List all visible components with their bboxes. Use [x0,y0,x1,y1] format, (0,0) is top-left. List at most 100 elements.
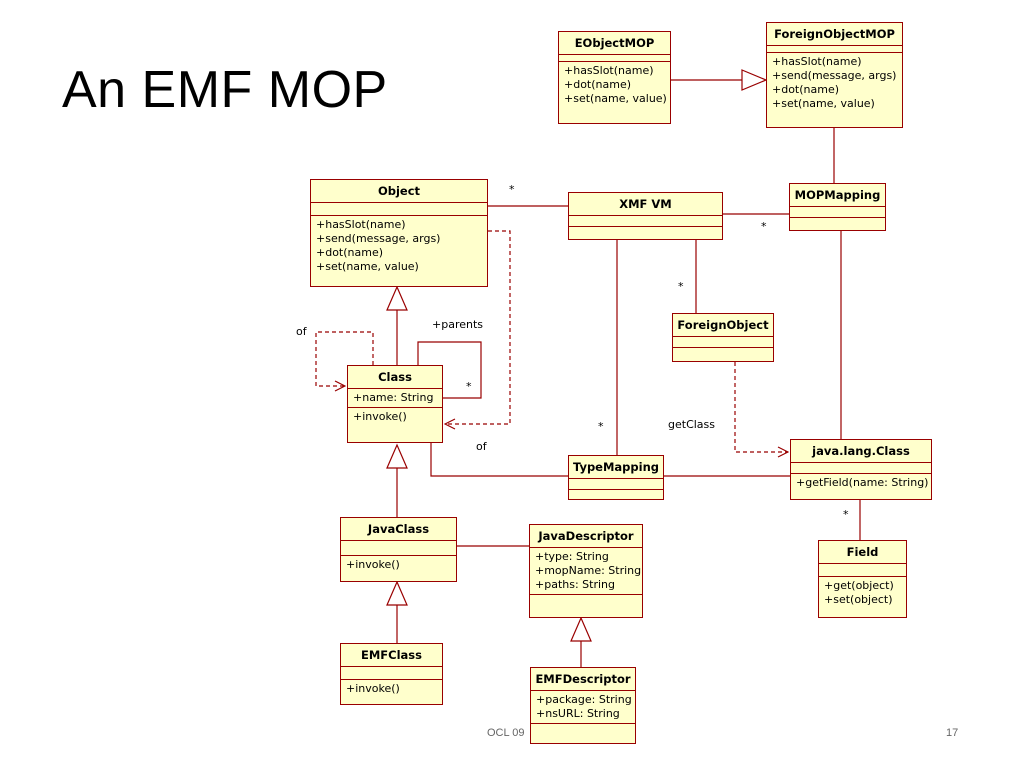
class-box-typemapping[interactable]: TypeMapping [568,455,664,500]
multiplicity-parents: * [466,380,472,393]
operations-section: +hasSlot(name) +send(message, args) +dot… [767,53,902,113]
class-box-mopmapping[interactable]: MOPMapping [789,183,886,231]
dep-of-right [445,230,511,424]
operation: +set(name, value) [564,92,667,105]
operations-section: +invoke() [348,408,442,426]
attributes-section: +name: String [348,389,442,408]
attribute: +type: String [535,550,609,563]
class-box-field[interactable]: Field +get(object) +set(object) [818,540,907,618]
attributes-section [673,337,773,348]
attribute: +mopName: String [535,564,642,577]
multiplicity-xmfvm-foreignobject: * [678,280,684,293]
operation: +hasSlot(name) [316,218,406,231]
attributes-section [819,564,906,577]
attributes-section [791,463,931,474]
attributes-section [341,667,442,680]
assoc-parents [417,341,482,399]
attributes-section [790,207,885,218]
operation: +invoke() [346,558,400,571]
class-name: ForeignObject [673,314,773,337]
multiplicity-object-xmfvm: * [509,183,515,196]
dep-of-left [315,331,374,386]
operations-section [530,595,642,601]
page-number: 17 [946,727,959,739]
label-getclass: getClass [668,418,716,431]
operation: +hasSlot(name) [564,64,654,77]
multiplicity-javaclass-field: * [843,508,849,521]
operation: +set(object) [824,593,893,606]
attributes-section: +package: String +nsURL: String [531,691,635,724]
attribute: +nsURL: String [536,707,620,720]
class-name: JavaClass [341,518,456,541]
operations-section [531,724,635,730]
class-name: java.lang.Class [791,440,931,463]
attributes-section [569,479,663,490]
class-box-javaclass[interactable]: JavaClass +invoke() [340,517,457,582]
class-box-object[interactable]: Object +hasSlot(name) +send(message, arg… [310,179,488,287]
class-box-class[interactable]: Class +name: String +invoke() [347,365,443,443]
operations-section: +getField(name: String) [791,474,931,492]
attributes-section [767,46,902,53]
class-name: EMFClass [341,644,442,667]
label-parents: +parents [432,318,484,331]
attributes-section [559,55,670,62]
class-name: Field [819,541,906,564]
class-box-foreignobject[interactable]: ForeignObject [672,313,774,362]
class-name: TypeMapping [569,456,663,479]
operations-section [673,348,773,354]
attributes-section [569,216,722,227]
multiplicity-xmfvm-mopmapping: * [761,220,767,233]
class-name: Object [311,180,487,203]
class-name: MOPMapping [790,184,885,207]
operation: +send(message, args) [772,69,897,82]
attribute: +package: String [536,693,632,706]
class-box-javadescriptor[interactable]: JavaDescriptor +type: String +mopName: S… [529,524,643,618]
operation: +get(object) [824,579,894,592]
operation: +getField(name: String) [796,476,929,489]
gen-arrow-foreignobjectmop [741,69,768,91]
label-of-left: of [296,325,307,338]
dep-getclass [734,362,788,452]
operations-section: +hasSlot(name) +send(message, args) +dot… [311,216,487,276]
attribute: +name: String [353,391,434,404]
gen-arrow-object [386,285,408,311]
operations-section: +invoke() [341,556,456,574]
class-box-foreignobjectmop[interactable]: ForeignObjectMOP +hasSlot(name) +send(me… [766,22,903,128]
operation: +set(name, value) [316,260,419,273]
class-box-eobjectmop[interactable]: EObjectMOP +hasSlot(name) +dot(name) +se… [558,31,671,124]
class-box-java-lang-class[interactable]: java.lang.Class +getField(name: String) [790,439,932,500]
operation: +set(name, value) [772,97,875,110]
class-box-xmfvm[interactable]: XMF VM [568,192,723,240]
operation: +invoke() [353,410,407,423]
attributes-section [311,203,487,216]
operations-section [790,218,885,224]
class-name: EObjectMOP [559,32,670,55]
class-name: JavaDescriptor [530,525,642,548]
operation: +invoke() [346,682,400,695]
operations-section: +hasSlot(name) +dot(name) +set(name, val… [559,62,670,108]
class-name: XMF VM [569,193,722,216]
multiplicity-xmfvm-typemapping: * [598,420,604,433]
class-name: EMFDescriptor [531,668,635,691]
operations-section: +get(object) +set(object) [819,577,906,609]
slide-title: An EMF MOP [62,61,388,119]
operation: +dot(name) [772,83,840,96]
operation: +dot(name) [316,246,384,259]
operation: +dot(name) [564,78,632,91]
gen-arrow-class [386,443,408,469]
attributes-section [341,541,456,556]
class-box-emfdescriptor[interactable]: EMFDescriptor +package: String +nsURL: S… [530,667,636,744]
assoc-class-typemapping [430,443,568,477]
operations-section [569,490,663,496]
class-name: ForeignObjectMOP [767,23,902,46]
operation: +send(message, args) [316,232,441,245]
label-of-bottom: of [476,440,487,453]
attribute: +paths: String [535,578,615,591]
footer-label: OCL 09 [487,727,525,739]
gen-arrow-javaclass [386,580,408,606]
gen-arrow-javadescriptor [570,616,592,642]
class-name: Class [348,366,442,389]
operations-section [569,227,722,233]
class-box-emfclass[interactable]: EMFClass +invoke() [340,643,443,705]
